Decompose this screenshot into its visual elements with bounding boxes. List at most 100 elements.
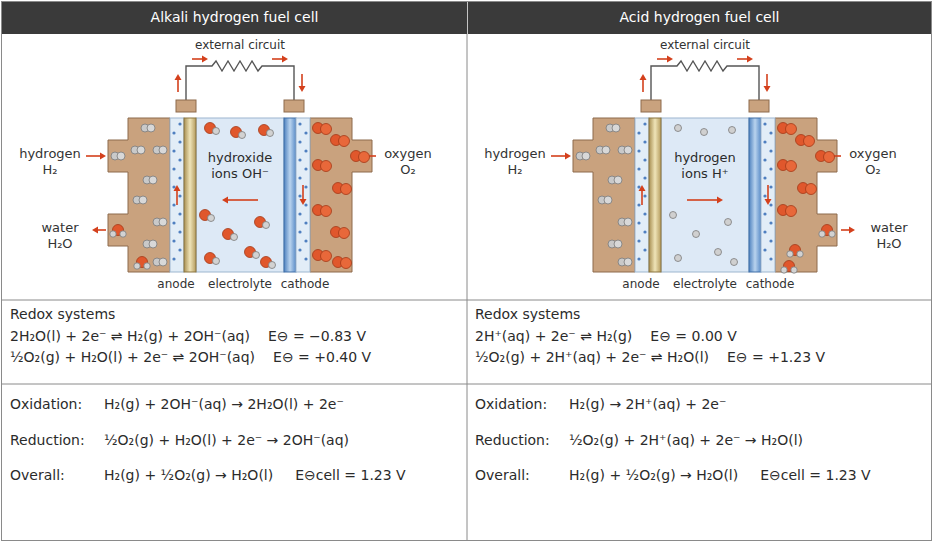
fuel-cell xyxy=(86,56,376,273)
gas-channel xyxy=(170,118,184,272)
atom xyxy=(117,152,125,160)
cathode-electrode xyxy=(284,118,296,272)
part-label: cathode xyxy=(740,277,800,291)
atom xyxy=(715,249,722,256)
equation-text: 2H⁺(aq) + 2e⁻ ⇌ H₂(g) xyxy=(475,328,632,346)
flow-arrow xyxy=(176,191,178,205)
channel-dot xyxy=(172,131,175,134)
arrow-head xyxy=(175,74,182,80)
flow-arrow xyxy=(98,229,106,231)
atom xyxy=(675,255,682,262)
equation-text: ½O₂(g) + 2H⁺(aq) + 2e⁻ → H₂O(l) xyxy=(569,432,803,450)
atom xyxy=(339,136,350,147)
atom xyxy=(624,218,632,226)
circuit-wire xyxy=(186,61,294,100)
channel-dot xyxy=(643,122,646,125)
arrow-head xyxy=(765,199,772,205)
atom xyxy=(602,146,610,154)
channel-dot xyxy=(178,194,181,197)
terminal xyxy=(641,100,661,112)
channel-dot xyxy=(304,221,307,224)
atom xyxy=(341,184,352,195)
step-name: Reduction: xyxy=(10,432,104,450)
channel-dot xyxy=(178,122,181,125)
anode-electrode xyxy=(184,118,196,272)
equation-text: H₂(g) → 2H⁺(aq) + 2e⁻ xyxy=(569,396,726,414)
atom xyxy=(321,124,332,135)
channel-dot xyxy=(304,257,307,260)
atom xyxy=(693,231,700,238)
equation-text: Redox systems xyxy=(10,306,115,324)
flow-arrow xyxy=(767,185,769,199)
reaction-cell: Oxidation:H₂(g) + 2OH⁻(aq) → 2H₂O(l) + 2… xyxy=(10,396,462,485)
channel-dot xyxy=(769,239,772,242)
equation-text: Alkali hydrogen fuel cell xyxy=(151,9,319,27)
atom xyxy=(213,128,220,135)
atom xyxy=(239,132,246,139)
arrow-head xyxy=(849,227,855,234)
atom xyxy=(208,215,215,222)
channel-dot xyxy=(304,167,307,170)
step-name: Oxidation: xyxy=(475,396,569,414)
text-row: hydrogen ions H⁺ xyxy=(663,150,747,183)
channel-dot xyxy=(643,230,646,233)
atom xyxy=(604,196,612,204)
text-row: Oxidation:H₂(g) + 2OH⁻(aq) → 2H₂O(l) + 2… xyxy=(10,396,462,414)
atom xyxy=(624,258,632,266)
arrow-head xyxy=(565,153,571,160)
header-band: Alkali hydrogen fuel cell xyxy=(2,2,467,34)
channel-dot xyxy=(178,176,181,179)
arrow-head xyxy=(299,86,306,92)
channel-dot xyxy=(763,248,766,251)
channel-dot xyxy=(643,248,646,251)
fuel-cell-drawings xyxy=(86,56,855,274)
arrow-head xyxy=(92,227,98,234)
channel-dot xyxy=(763,212,766,215)
channel-dot xyxy=(304,149,307,152)
arrow-head xyxy=(300,199,307,205)
channel-dot xyxy=(298,248,301,251)
outlet-label: water H₂O xyxy=(30,220,90,251)
channel-dot xyxy=(637,167,640,170)
atom xyxy=(731,259,738,266)
atom xyxy=(829,231,835,237)
channel-dot xyxy=(769,257,772,260)
channel-dot xyxy=(298,140,301,143)
atom xyxy=(582,152,590,160)
atom xyxy=(321,251,332,262)
text-row: Overall:H₂(g) + ½O₂(g) → H₂O(l)E⊖cell = … xyxy=(10,467,462,485)
channel-dot xyxy=(763,158,766,161)
gas-channel xyxy=(761,118,775,272)
electrode-potential: E⊖ = 0.00 V xyxy=(650,328,736,346)
part-label: anode xyxy=(611,277,671,291)
flow-arrow xyxy=(86,155,100,157)
flow-arrow xyxy=(272,58,282,60)
flow-arrow xyxy=(228,199,258,201)
flow-arrow xyxy=(302,185,304,199)
step-name: Overall: xyxy=(10,467,104,485)
gas-channel xyxy=(296,118,310,272)
arrow-head xyxy=(100,153,106,160)
arrow-head xyxy=(282,56,288,63)
flow-arrow xyxy=(641,191,643,205)
atom xyxy=(231,234,238,241)
channel-dot xyxy=(643,194,646,197)
channel-dot xyxy=(178,230,181,233)
terminal xyxy=(176,100,196,112)
channel-dot xyxy=(769,131,772,134)
flow-arrow xyxy=(841,229,849,231)
atom xyxy=(137,146,145,154)
cathode-housing xyxy=(775,118,837,272)
text-row: Reduction:½O₂(g) + H₂O(l) + 2e⁻ → 2OH⁻(a… xyxy=(10,432,462,450)
channel-dot xyxy=(172,221,175,224)
step-name: Reduction: xyxy=(475,432,569,450)
channel-dot xyxy=(172,257,175,260)
channel-dot xyxy=(298,230,301,233)
channel-dot xyxy=(763,122,766,125)
redox-cell: Redox systems2H₂O(l) + 2e⁻ ⇌ H₂(g) + 2OH… xyxy=(10,306,462,367)
channel-dot xyxy=(643,140,646,143)
text-row: ½O₂(g) + H₂O(l) + 2e⁻ ⇌ 2OH⁻(aq)E⊖ = +0.… xyxy=(10,349,462,367)
atom xyxy=(253,252,260,259)
atom xyxy=(159,258,167,266)
